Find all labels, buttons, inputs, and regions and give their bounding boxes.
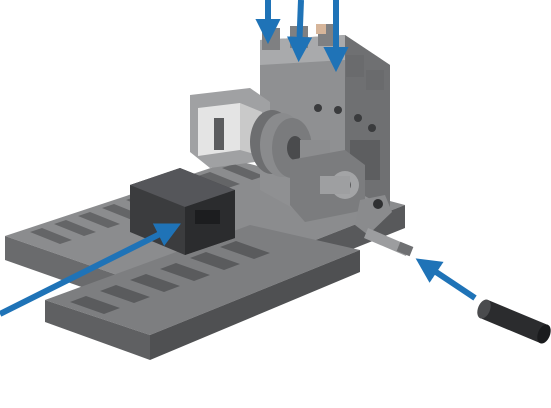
axle-pin (364, 228, 414, 257)
arrow-left-clamp (0, 223, 182, 317)
rail-slot (54, 220, 96, 236)
rail-slot (30, 228, 72, 244)
rail-slot (100, 285, 150, 303)
black-tube (477, 299, 551, 344)
arrow-down-2 (286, 0, 313, 63)
rail-slot (78, 212, 120, 228)
connector-piece (290, 150, 392, 235)
rail-slot (198, 172, 240, 188)
rail-slot (222, 164, 264, 180)
rail-slot (130, 274, 180, 292)
rail-slot (190, 252, 240, 270)
rail-slot (160, 263, 210, 281)
white-clip-block (190, 88, 270, 168)
rail-slot (220, 241, 270, 259)
arrow-tube-insert (415, 258, 477, 301)
arrow-layer (0, 0, 477, 317)
rail-slot (70, 296, 120, 314)
